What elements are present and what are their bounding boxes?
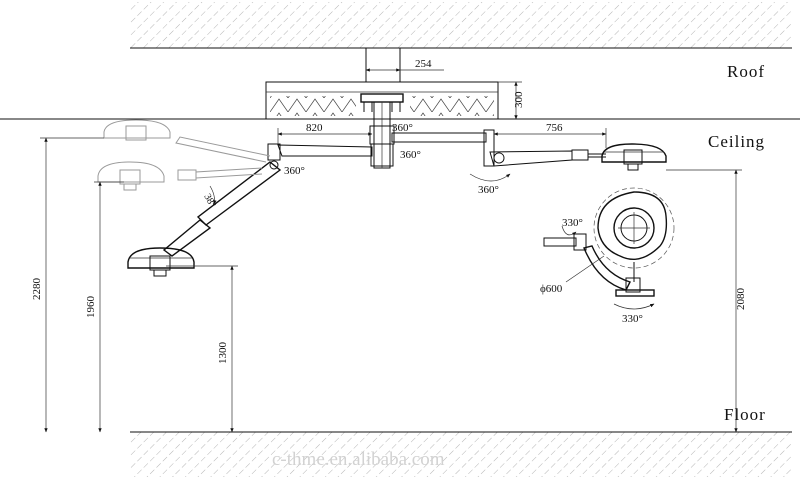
dim-1960: 1960 bbox=[85, 296, 97, 319]
dim-756: 756 bbox=[546, 122, 563, 134]
floor-slab bbox=[130, 431, 792, 477]
dim-phi600: ϕ600 bbox=[540, 283, 563, 295]
dim-1300: 1300 bbox=[217, 342, 229, 365]
ghost-lamp-positions bbox=[97, 119, 271, 191]
angle-360-right: 360° bbox=[478, 184, 499, 196]
label-floor: Floor bbox=[724, 405, 766, 424]
label-roof: Roof bbox=[727, 62, 765, 81]
lamp-plan-view bbox=[543, 187, 675, 297]
angle-330-top: 330° bbox=[562, 217, 583, 229]
dim-300: 300 bbox=[513, 91, 525, 108]
angle-330-bottom: 330° bbox=[622, 313, 643, 325]
left-arm bbox=[267, 143, 373, 161]
ceiling-mount-column bbox=[265, 47, 499, 169]
dim-2280: 2280 bbox=[31, 278, 43, 301]
right-arm bbox=[391, 129, 606, 167]
angle-360-mid: 360° bbox=[400, 149, 421, 161]
lower-lamp-head bbox=[127, 247, 195, 277]
right-lamp-head bbox=[601, 143, 667, 171]
watermark: c-thme.en.alibaba.com bbox=[272, 449, 445, 470]
angle-38: 38° bbox=[201, 192, 218, 210]
roof-slab bbox=[130, 2, 792, 49]
dim-254: 254 bbox=[415, 58, 432, 70]
label-ceiling: Ceiling bbox=[708, 132, 765, 151]
dim-2080: 2080 bbox=[735, 288, 747, 311]
angle-360-top: 360° bbox=[392, 122, 413, 134]
lower-spring-arm bbox=[162, 160, 282, 257]
angle-360-left: 360° bbox=[284, 165, 305, 177]
dimension-lines bbox=[40, 68, 742, 433]
dim-820: 820 bbox=[306, 122, 323, 134]
